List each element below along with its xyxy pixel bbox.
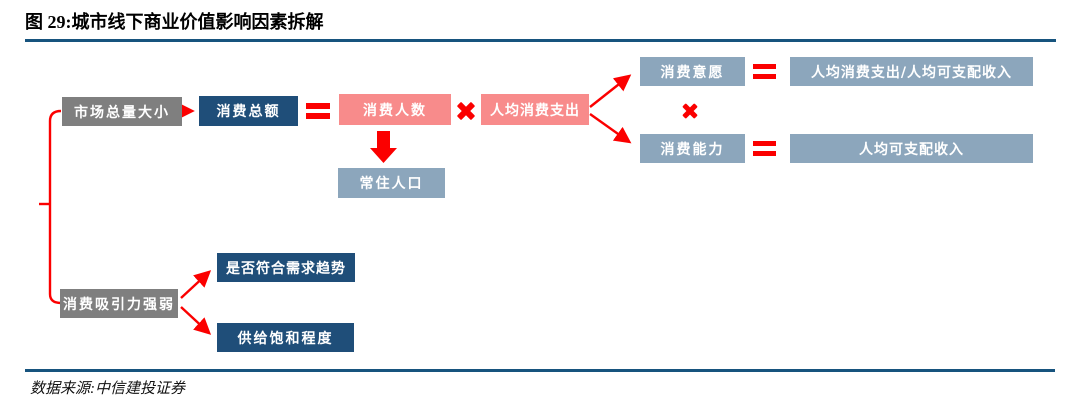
title-divider-rule: [25, 39, 1056, 42]
figure-title: 图 29:城市线下商业价值影响因素拆解: [25, 12, 324, 32]
brace-icon: [48, 109, 62, 305]
equals-icon: [306, 103, 330, 119]
node-willingness-formula: 人均消费支出/人均可支配收入: [790, 57, 1033, 86]
multiply-icon: [455, 100, 476, 121]
equals-icon: [753, 64, 776, 79]
arrow-count-to-population-icon: [370, 131, 397, 163]
arrow-spending-to-willingness-icon: [589, 74, 632, 108]
node-consumer-count: 消费人数: [339, 94, 451, 125]
node-resident-population: 常住人口: [338, 168, 445, 198]
node-per-capita-spending: 人均消费支出: [481, 94, 589, 125]
footer-divider-rule: [25, 369, 1055, 372]
arrow-spending-to-ability-icon: [589, 113, 632, 144]
node-attraction-strength: 消费吸引力强弱: [60, 289, 178, 318]
node-demand-trend-fit: 是否符合需求趋势: [217, 253, 355, 282]
node-consumption-ability: 消费能力: [640, 134, 745, 163]
node-consumption-willingness: 消费意愿: [640, 57, 745, 86]
source-note: 数据来源:中信建投证券: [30, 381, 185, 397]
node-ability-formula: 人均可支配收入: [790, 134, 1033, 163]
node-consumption-total: 消费总额: [199, 96, 298, 126]
equals-icon: [753, 141, 776, 156]
arrow-attraction-to-supply-icon: [180, 306, 212, 335]
multiply-icon: [681, 102, 699, 120]
node-market-total: 市场总量大小: [62, 97, 182, 126]
node-supply-saturation: 供给饱和程度: [217, 323, 354, 352]
arrow-attraction-to-trend-icon: [180, 270, 212, 299]
